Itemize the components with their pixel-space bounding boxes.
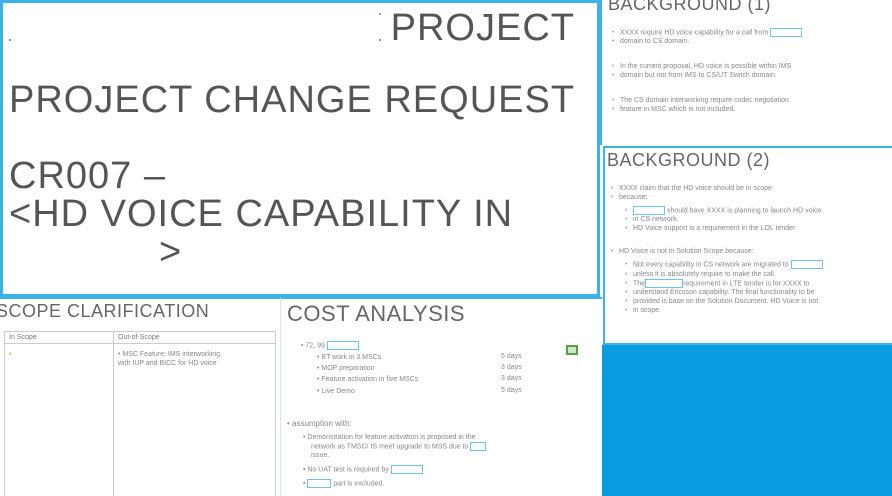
assumption-item: • No UAT test is required by bbox=[303, 465, 423, 474]
title-slide-thumbnail[interactable]: PROJECT PROJECT CHANGE REQUEST CR007 – <… bbox=[0, 0, 600, 297]
bullet: XXXX claim that the HD voice should be i… bbox=[611, 184, 887, 193]
sub-bullet-continuation: understand Ericsson capability. The fina… bbox=[625, 288, 887, 297]
highlight-box bbox=[390, 465, 423, 474]
slide-heading-cr-title: <HD VOICE CAPABILITY IN bbox=[9, 193, 514, 235]
background-2-slide-thumbnail[interactable]: BACKGROUND (2) XXXX claim that the HD vo… bbox=[603, 146, 892, 345]
bullet-continuation: feature in MSC which is not included. bbox=[612, 105, 888, 114]
cost-item-days: 5 days bbox=[501, 353, 522, 360]
slide-title: BACKGROUND (1) bbox=[608, 0, 772, 14]
scope-clarification-slide-thumbnail[interactable]: SCOPE CLARIFICATION In Scope Out-of-Scop… bbox=[0, 297, 280, 496]
bullet: In the current proposal, HD voice is pos… bbox=[612, 62, 888, 71]
bullet: The CS domain interworking require codec… bbox=[612, 96, 888, 105]
cost-total: • 72, 99 bbox=[301, 341, 359, 350]
cost-analysis-slide-thumbnail[interactable]: COST ANALYSIS • 72, 99 • BT work in 3 MS… bbox=[280, 297, 602, 496]
sub-bullet: should have XXXX is planning to launch H… bbox=[625, 206, 887, 215]
slide-heading-project: PROJECT bbox=[390, 7, 575, 49]
cost-item: • BT work in 3 MSCs bbox=[317, 354, 382, 361]
sub-bullet: Not every capability in CS network are m… bbox=[625, 260, 887, 270]
cost-item-days: 3 days bbox=[501, 375, 522, 382]
bullet-continuation: domain to CS domain. bbox=[612, 37, 888, 46]
column-header-in-scope: In Scope bbox=[4, 331, 114, 344]
placeholder-dot bbox=[9, 39, 11, 41]
bullet: HD Voice is not in Solution Scope becaus… bbox=[611, 247, 887, 256]
sub-bullet-continuation: in scope. bbox=[625, 306, 887, 315]
cost-item: • Live Demo bbox=[317, 388, 355, 395]
column-header-out-of-scope: Out-of-Scope bbox=[113, 331, 276, 344]
highlight-box bbox=[470, 442, 487, 451]
assumption-item: • part is excluded. bbox=[303, 479, 385, 488]
highlight-box bbox=[307, 479, 332, 488]
placeholder-dot bbox=[379, 39, 381, 41]
sub-bullet-continuation: unless it is absolutely require to make … bbox=[625, 270, 887, 279]
highlight-box bbox=[645, 278, 684, 288]
cost-item-days: 3 days bbox=[501, 364, 522, 371]
assumption-heading: • assumption with: bbox=[287, 419, 352, 428]
empty-canvas-area bbox=[602, 345, 892, 496]
sub-bullet-continuation: in CS network. bbox=[625, 215, 887, 224]
slide-title: COST ANALYSIS bbox=[287, 301, 466, 326]
bullet: XXXX require HD voice capability for a c… bbox=[612, 28, 888, 37]
slide-heading-cr-number: CR007 – bbox=[9, 155, 166, 197]
scope-table: In Scope Out-of-Scope • • MSC Feature: I… bbox=[4, 331, 276, 496]
cost-item: • Feature activation in five MSCs bbox=[317, 376, 419, 383]
excel-icon bbox=[565, 343, 579, 357]
sub-bullet: HD Voice support is a requirement in the… bbox=[625, 224, 887, 233]
background-1-slide-thumbnail[interactable]: BACKGROUND (1) XXXX require HD voice cap… bbox=[600, 0, 892, 145]
assumption-item-continuation: issue. bbox=[311, 452, 330, 459]
placeholder-dot bbox=[379, 13, 381, 15]
highlight-box bbox=[790, 260, 823, 270]
assumption-item: • Demonstration for feature activation i… bbox=[303, 434, 476, 441]
cost-item: • MOP preparation bbox=[317, 365, 375, 372]
slide-heading-change-request: PROJECT CHANGE REQUEST bbox=[9, 79, 576, 121]
in-scope-cell: • bbox=[4, 343, 114, 496]
assumption-item-continuation: network as TMSC/ IS meet upgrade to MSS … bbox=[311, 442, 487, 451]
bullet-continuation: domain but not from IMS to CS/UT Switch … bbox=[612, 71, 888, 80]
slide-title: SCOPE CLARIFICATION bbox=[0, 301, 210, 321]
slide-title: BACKGROUND (2) bbox=[607, 150, 771, 170]
cost-item-days: 5 days bbox=[501, 387, 522, 394]
slide-heading-cr-title-end: > bbox=[159, 231, 182, 273]
highlight-box bbox=[770, 28, 803, 37]
highlight-box bbox=[326, 341, 359, 350]
bullet-continuation: because: bbox=[611, 193, 887, 202]
sub-bullet-continuation: provided is base on the Solution Documen… bbox=[625, 297, 887, 306]
highlight-box bbox=[633, 206, 665, 215]
